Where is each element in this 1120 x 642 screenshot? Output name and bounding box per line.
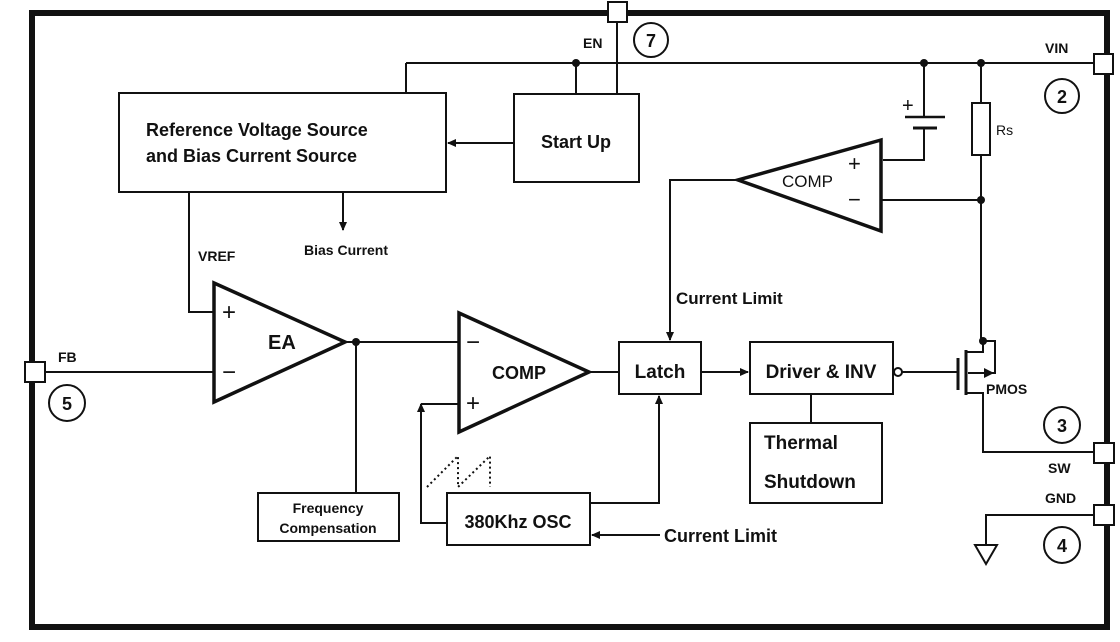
battery-plus-label: + xyxy=(902,95,914,117)
pin-fb-number: 5 xyxy=(62,394,72,414)
current-limit-wire xyxy=(666,179,738,341)
pin-gnd-label: GND xyxy=(1045,490,1076,506)
pin-vin-number: 2 xyxy=(1057,87,1067,107)
pin-sw: SW 3 xyxy=(1043,406,1115,476)
chip-outline xyxy=(29,10,1110,630)
pin-vin-label: VIN xyxy=(1045,40,1068,56)
reference-label-2: and Bias Current Source xyxy=(146,146,357,166)
pin-en: EN 7 xyxy=(583,1,669,58)
osc-to-comp-wire xyxy=(417,403,447,524)
current-limit-comparator: COMP + − xyxy=(732,137,981,234)
pin-gnd-number: 4 xyxy=(1057,536,1067,556)
cl-comp-minus: − xyxy=(848,187,861,212)
oscillator-block: 380Khz OSC xyxy=(446,492,591,546)
pwm-comp-plus: + xyxy=(466,390,480,417)
pwm-comp-minus: − xyxy=(466,329,480,356)
frequency-compensation-block: Frequency Compensation xyxy=(257,492,400,542)
osc-to-latch-wire xyxy=(590,395,663,504)
pwm-comparator: COMP − + xyxy=(457,310,594,435)
bias-current-label: Bias Current xyxy=(304,242,388,258)
latch-block: Latch xyxy=(618,341,702,395)
pin-fb: FB 5 xyxy=(24,349,86,422)
cl-comp-label: COMP xyxy=(782,172,833,191)
osc-label: 380Khz OSC xyxy=(464,512,571,532)
ea-plus: + xyxy=(222,299,236,326)
startup-label: Start Up xyxy=(541,132,611,152)
pin-en-number: 7 xyxy=(646,31,656,51)
battery-symbol: + xyxy=(883,63,945,161)
sawtooth-waveform xyxy=(426,453,491,490)
pin-sw-number: 3 xyxy=(1057,416,1067,436)
ground-icon xyxy=(973,544,999,566)
driver-label: Driver & INV xyxy=(766,362,877,383)
freqcomp-label-2: Compensation xyxy=(279,520,376,536)
pmos-label: PMOS xyxy=(986,381,1027,397)
latch-label: Latch xyxy=(635,362,686,383)
pin-gnd: GND 4 xyxy=(1043,490,1115,564)
reference-block: Reference Voltage Source and Bias Curren… xyxy=(118,92,447,193)
vin-rail xyxy=(405,12,1103,94)
startup-block: Start Up xyxy=(513,93,640,183)
thermal-label-2: Shutdown xyxy=(764,472,856,493)
ea-label: EA xyxy=(268,332,296,354)
current-limit-top-label: Current Limit xyxy=(676,289,783,308)
thermal-shutdown-block: Thermal Shutdown xyxy=(749,422,883,504)
pin-sw-label: SW xyxy=(1048,460,1071,476)
error-amplifier: EA + − xyxy=(212,280,350,405)
thermal-label-1: Thermal xyxy=(764,433,838,454)
pwm-comp-label: COMP xyxy=(492,363,546,383)
rs-resistor: Rs xyxy=(971,63,1013,340)
gnd-wire xyxy=(985,514,1103,545)
vref-label: VREF xyxy=(198,248,236,264)
driver-block: Driver & INV xyxy=(749,341,903,395)
ea-minus: − xyxy=(222,359,236,386)
rs-label: Rs xyxy=(996,122,1013,138)
pmos-transistor: PMOS xyxy=(956,337,1103,453)
reference-label-1: Reference Voltage Source xyxy=(146,120,368,140)
freqcomp-label-1: Frequency xyxy=(293,500,364,516)
pin-en-label: EN xyxy=(583,35,602,51)
pin-fb-label: FB xyxy=(58,349,77,365)
current-limit-bottom-label: Current Limit xyxy=(664,526,777,546)
cl-comp-plus: + xyxy=(848,151,861,176)
vref-wire xyxy=(188,192,213,313)
pin-vin: VIN 2 xyxy=(1044,40,1114,114)
